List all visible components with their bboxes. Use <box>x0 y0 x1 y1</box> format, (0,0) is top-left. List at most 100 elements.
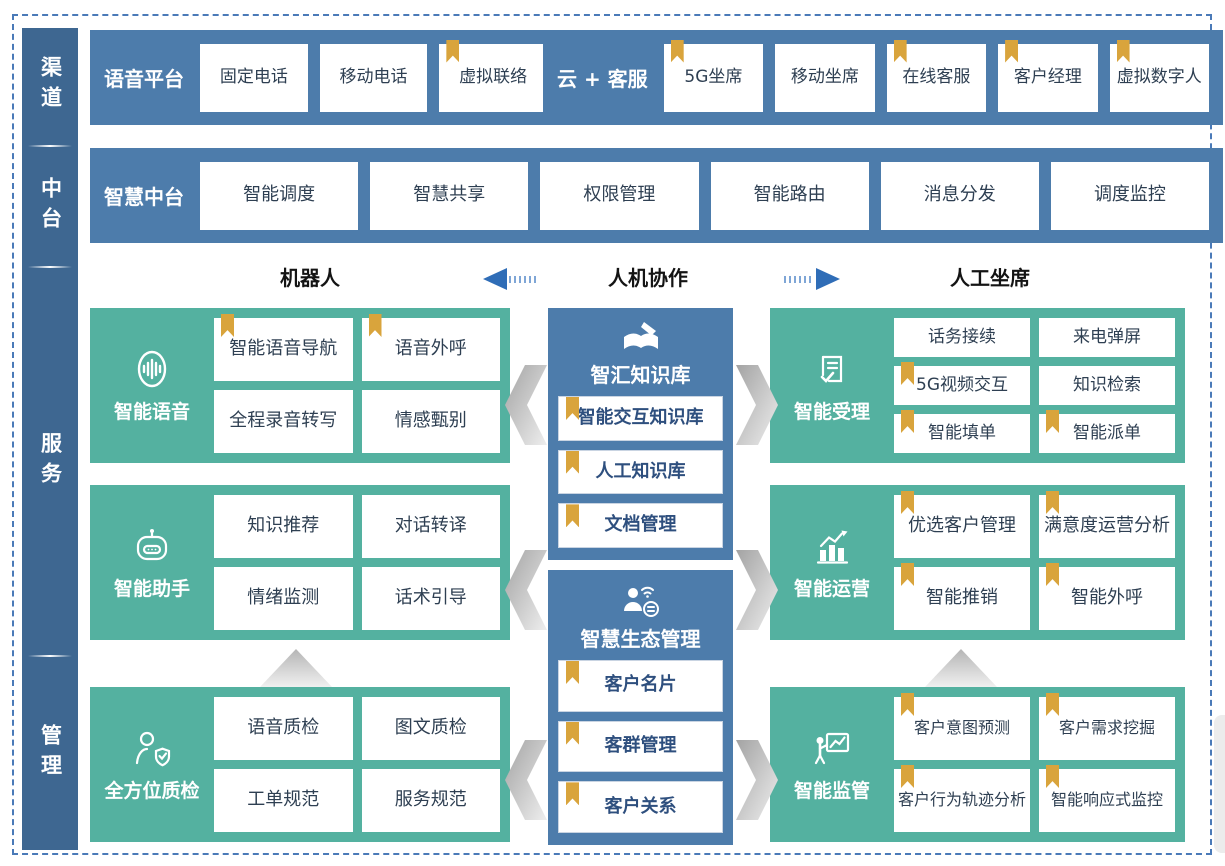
card-label: 情感甄别 <box>394 410 467 432</box>
feature-card: 客户需求挖掘 <box>1039 693 1175 760</box>
smart-assistant-cards: 知识推荐 对话转译情绪监测 话术引导 <box>214 495 500 630</box>
sidebar-item-middle-platform: 中台 <box>22 147 78 267</box>
arrow-left-triangle <box>483 268 507 290</box>
feature-card: 移动电话 <box>319 43 428 112</box>
section-title: 智汇知识库 <box>590 363 691 387</box>
feature-card: 图文质检 <box>361 697 500 760</box>
card-label: 在线客服 <box>902 66 971 87</box>
feature-card: 智慧共享 <box>370 161 529 230</box>
feature-card: 服务规范 <box>361 769 500 832</box>
feature-card: 话术引导 <box>361 567 500 630</box>
ecosystem-management-cards: 客户名片客群管理客户关系 <box>558 660 723 834</box>
feature-card: 客户关系 <box>558 781 723 834</box>
sidebar-divider <box>28 655 72 658</box>
bookmark-icon <box>1046 410 1059 433</box>
card-label: 虚拟数字人 <box>1116 66 1202 87</box>
bookmark-icon <box>566 721 579 745</box>
bookmark-icon <box>446 39 460 63</box>
card-label: 虚拟联络 <box>459 66 528 87</box>
bookmark-icon <box>893 39 907 63</box>
card-label: 客户需求挖掘 <box>1058 718 1155 738</box>
chevron-left-icon <box>505 740 547 820</box>
feature-card: 知识推荐 <box>214 495 353 558</box>
layer-sidebar: 渠道 中台 服务 管理 <box>22 28 78 850</box>
bookmark-icon <box>901 410 914 433</box>
knowledge-base-cards: 智能交互知识库人工知识库文档管理 <box>558 396 723 549</box>
section-smart-operation: 智能运营 优选客户管理满意度运营分析智能推销智能外呼 <box>770 485 1185 640</box>
feature-card: 知识检索 <box>1039 366 1175 405</box>
middle-platform-cards: 智能调度智慧共享权限管理智能路由消息分发调度监控 <box>200 161 1210 230</box>
card-label: 客户意图预测 <box>913 718 1010 738</box>
cloud-service-label: 云 + 客服 <box>557 67 648 91</box>
card-label: 话务接续 <box>928 326 996 347</box>
card-label: 知识检索 <box>1073 374 1141 395</box>
card-label: 调度监控 <box>1093 184 1166 206</box>
feature-card: 工单规范 <box>214 769 353 832</box>
chevron-right-icon <box>736 740 778 820</box>
feature-card: 客户行为轨迹分析 <box>894 765 1030 832</box>
header-human-agent: 人工坐席 <box>950 266 1030 290</box>
chevron-left-icon <box>505 365 547 445</box>
quality-inspection-cards: 语音质检 图文质检工单规范服务规范 <box>214 697 500 832</box>
voice-platform-cards: 固定电话移动电话虚拟联络 <box>200 39 548 112</box>
feature-card: 消息分发 <box>880 161 1039 230</box>
cloud-service-cards: 5G坐席移动坐席在线客服客户经理虚拟数字人 <box>663 39 1210 112</box>
bookmark-icon <box>670 39 684 63</box>
dashed-border <box>12 14 1212 855</box>
feature-card: 文档管理 <box>558 503 723 549</box>
arrow-right-icon <box>782 268 840 290</box>
card-label: 智能外呼 <box>1071 587 1143 609</box>
smart-supervision-cards: 客户意图预测 客户需求挖掘客户行为轨迹分析智能响应式监控 <box>894 693 1175 832</box>
card-label: 智能推销 <box>926 587 998 609</box>
card-label: 客户名片 <box>604 674 677 696</box>
sidebar-item-service: 服务 <box>22 268 78 655</box>
feature-card: 调度监控 <box>1050 161 1210 230</box>
card-label: 智能交互知识库 <box>577 406 704 428</box>
card-label: 对话转译 <box>394 515 467 537</box>
feature-card: 满意度运营分析 <box>1039 491 1175 558</box>
bookmark-icon <box>901 362 914 385</box>
bookmark-icon <box>901 491 914 514</box>
voice-icon <box>130 347 174 391</box>
card-label: 话术引导 <box>394 587 467 609</box>
bookmark-icon <box>901 765 914 788</box>
section-title: 智能语音 <box>113 401 190 423</box>
arrow-left-tail <box>509 275 539 283</box>
card-label: 情绪监测 <box>247 587 320 609</box>
voice-platform-label: 语音平台 <box>104 67 184 91</box>
card-label: 语音外呼 <box>394 338 467 360</box>
feature-card: 智能填单 <box>894 410 1030 453</box>
knowledge-book-icon <box>620 320 662 356</box>
card-label: 移动电话 <box>339 66 408 87</box>
card-label: 消息分发 <box>923 184 996 206</box>
sidebar-divider <box>28 144 72 147</box>
arrow-left-icon <box>483 268 541 290</box>
feature-card: 客户名片 <box>558 660 723 712</box>
feature-card: 客户意图预测 <box>894 693 1030 760</box>
arrow-right-triangle <box>816 268 840 290</box>
voice-platform-box: 语音平台 固定电话移动电话虚拟联络 <box>90 30 561 125</box>
sidebar-label: 服务 <box>38 431 63 492</box>
section-title: 智能助手 <box>113 578 190 600</box>
sidebar-label: 中台 <box>38 176 63 237</box>
middle-platform-label: 智慧中台 <box>104 185 184 209</box>
feature-card: 智能推销 <box>894 563 1030 630</box>
feature-card: 来电弹屏 <box>1039 318 1175 357</box>
header-robot: 机器人 <box>280 266 340 290</box>
feature-card: 智能语音导航 <box>214 314 353 381</box>
card-label: 智能语音导航 <box>229 338 338 360</box>
feature-card: 情感甄别 <box>361 390 500 453</box>
card-label: 移动坐席 <box>790 66 859 87</box>
bookmark-icon <box>1046 563 1059 586</box>
section-ecosystem-management: 智慧生态管理 客户名片客群管理客户关系 <box>548 570 733 845</box>
card-label: 客户关系 <box>604 795 677 817</box>
feature-card: 情绪监测 <box>214 567 353 630</box>
card-label: 语音质检 <box>247 717 320 739</box>
card-label: 客户经理 <box>1013 66 1082 87</box>
feature-card: 5G视频交互 <box>894 362 1030 405</box>
feature-card: 智能派单 <box>1039 410 1175 453</box>
feature-card: 在线客服 <box>886 39 987 112</box>
feature-card: 智能响应式监控 <box>1039 765 1175 832</box>
